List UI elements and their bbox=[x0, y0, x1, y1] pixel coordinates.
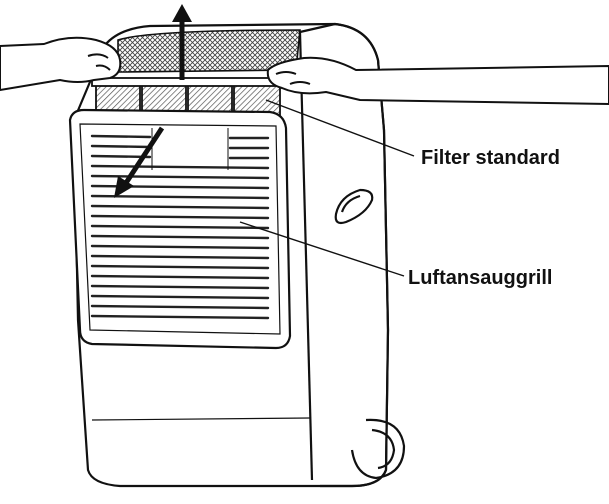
leader-lines bbox=[239, 99, 415, 277]
filter-standard-label: Filter standard bbox=[421, 147, 560, 169]
top-vent bbox=[117, 29, 301, 73]
hands bbox=[0, 36, 609, 105]
arrow-down-left-icon bbox=[114, 126, 165, 198]
air-intake-grill bbox=[68, 108, 292, 350]
arrow-up-icon bbox=[172, 4, 192, 80]
air-intake-grill-label: Luftansauggrill bbox=[408, 267, 553, 289]
